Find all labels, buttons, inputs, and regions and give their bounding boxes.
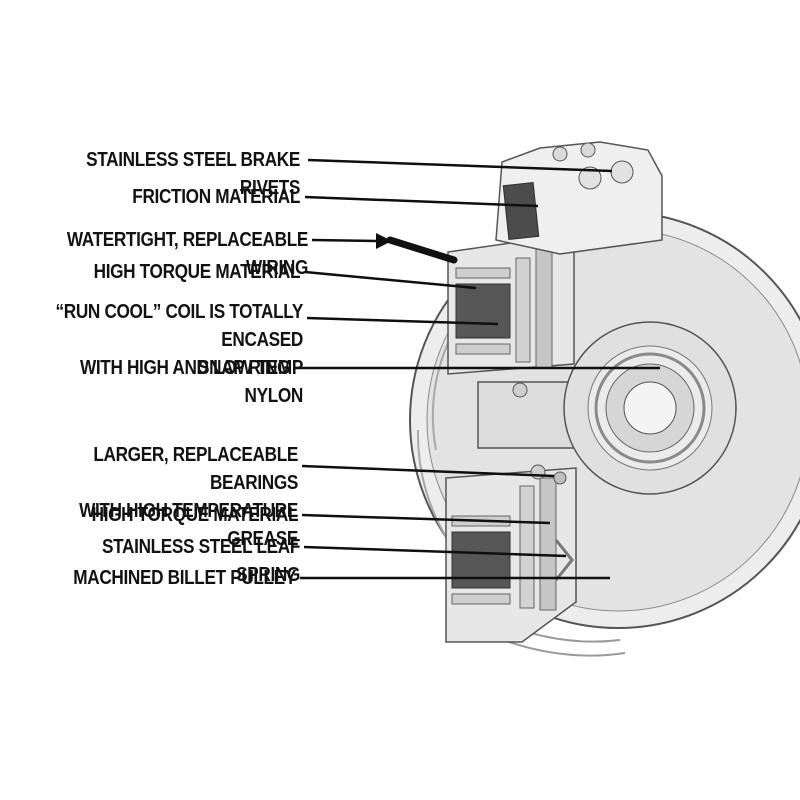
leader-wiring bbox=[311, 238, 379, 243]
leader-high-torque-lower bbox=[301, 513, 551, 525]
leaf-spring-part bbox=[554, 539, 574, 581]
lower-bearing-ball bbox=[530, 464, 546, 480]
wire bbox=[386, 236, 458, 264]
lower-coil bbox=[451, 531, 511, 589]
callout-run-cool-coil: “RUN COOL” COIL IS TOTALLY ENCASED WITH … bbox=[55, 301, 304, 407]
callout-stainless-steel-brake-rivets: STAINLESS STEEL BRAKE RIVETS bbox=[86, 149, 301, 199]
upper-pin bbox=[512, 382, 528, 398]
leader-friction-material bbox=[304, 195, 539, 208]
leader-bearings bbox=[301, 464, 555, 478]
snap-ring-part bbox=[594, 352, 706, 464]
upper-field-shell bbox=[447, 235, 575, 375]
brake-rivet bbox=[578, 166, 602, 190]
friction-pad bbox=[502, 182, 540, 240]
leader-leaf-spring bbox=[303, 545, 567, 558]
leader-coil bbox=[306, 316, 499, 326]
leader-lines bbox=[295, 158, 660, 580]
leader-brake-rivets bbox=[307, 158, 613, 173]
callout-machined-billet-pulley: MACHINED BILLET PULLEY bbox=[73, 567, 296, 589]
callout-high-torque-material-lower: HIGH TORQUE MATERIAL bbox=[91, 504, 298, 526]
top-brake-bracket bbox=[495, 141, 663, 255]
callout-snap-ring: SNAP RING bbox=[197, 357, 291, 379]
callout-replaceable-bearings: LARGER, REPLACEABLE BEARINGS WITH HIGH T… bbox=[79, 444, 298, 550]
callout-friction-material: FRICTION MATERIAL bbox=[132, 186, 300, 208]
upper-coil bbox=[455, 283, 511, 339]
brake-rivet bbox=[610, 160, 634, 184]
hub-and-bearings bbox=[477, 321, 737, 495]
wiring-arrowhead bbox=[376, 233, 392, 249]
brake-rivet-small bbox=[552, 146, 568, 162]
callout-leaf-spring: STAINLESS STEEL LEAF SPRING bbox=[102, 536, 300, 586]
leader-high-torque-upper bbox=[304, 270, 477, 290]
brake-rivet-small bbox=[580, 142, 596, 158]
callout-high-torque-material-upper: HIGH TORQUE MATERIAL bbox=[93, 261, 300, 283]
callout-watertight-wiring: WATERTIGHT, REPLACEABLE WIRING bbox=[66, 229, 309, 279]
